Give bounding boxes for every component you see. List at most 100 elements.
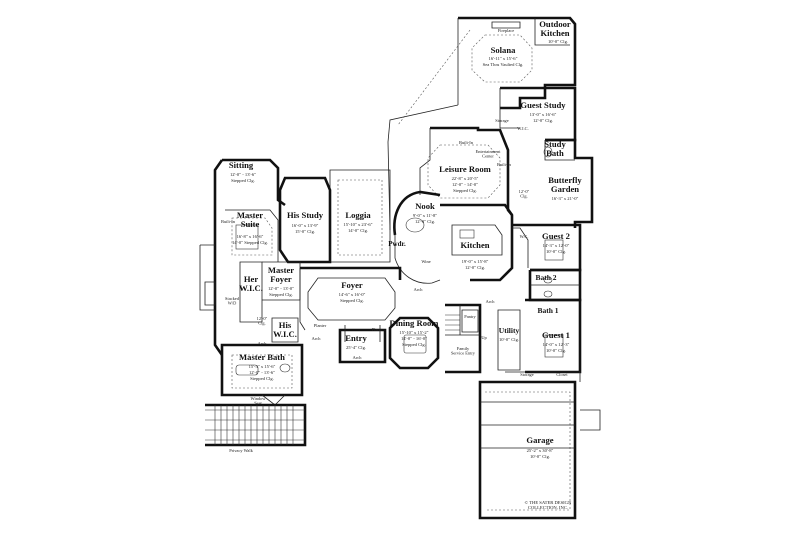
arch-label: Arch [414, 287, 424, 292]
wc-label: W.C. [520, 234, 529, 239]
storage-label: Storage [495, 118, 508, 123]
room-entry: Entry [345, 333, 367, 343]
arch-label: Arch [258, 341, 268, 346]
sink-icon [543, 290, 553, 298]
room-butterfly-garden-dims: 16'-3" x 21'-0" [552, 196, 579, 201]
room-guest-1: Guest 1 [542, 330, 570, 340]
up-label: Up [481, 335, 487, 340]
room-loggia-dims: 15'-10" x 23'-6" [343, 222, 372, 227]
room-master-bath-dims: 15'-3" x 15'-6" [249, 364, 276, 369]
room-kitchen-dims: 19'-0" x 15'-8" [462, 259, 489, 264]
wic-label: W.I.C. [517, 126, 528, 131]
room-guest-study-dims: 12'-0" Clg. [533, 118, 553, 123]
room-guest-2: Guest 2 [542, 231, 570, 241]
arch-label: Arch [486, 299, 496, 304]
room-garage-dims: 25'-2" x 30'-8" [527, 448, 554, 453]
pantry-label: Pantry [464, 314, 476, 319]
arch-label: Arch [312, 336, 322, 341]
room-master-bath-dims: Stepped Clg. [250, 376, 274, 381]
room-master-suite-dims: 14'-0" Stepped Clg. [232, 240, 268, 245]
fixtures [235, 21, 564, 376]
wine-label: Wine [421, 259, 430, 264]
room-loggia: Loggia [345, 210, 371, 220]
kitchen-island-icon [451, 224, 503, 256]
room-solana-dims: Sea Thru Vaulted Clg. [483, 62, 524, 67]
sink-icon [279, 363, 291, 373]
room-dining-room-dims: Stepped Clg. [402, 342, 426, 347]
room-foyer: Foyer [341, 280, 363, 290]
room-dining-room-dims: 15'-10" x 15'-2" [399, 330, 428, 335]
room-kitchen: Kitchen [460, 240, 489, 250]
room-outdoor-kitchen-dims: 10'-0" Clg. [548, 39, 568, 44]
room-nook-dims: 9'-0" x 11'-8" [413, 213, 437, 218]
room-leisure-room-dims: 12'-0" - 14'-0" [452, 182, 478, 187]
built-in-label: Built-In [497, 162, 512, 167]
planter-label: Planter [314, 323, 327, 328]
bathtub-icon [235, 364, 259, 376]
table-icon [405, 217, 425, 233]
ceiling-label: 12'-0"Clg. [257, 316, 268, 326]
room-utility-dims: 10'-0" Clg. [499, 337, 519, 342]
planter-label: Planter [372, 327, 385, 332]
room-dining-room-dims: 14'-0" - 16'-0" [401, 336, 427, 341]
room-master-suite-dims: 16'-8" x 16'-6" [237, 234, 264, 239]
room-guest-study: Guest Study [520, 100, 566, 110]
room-utility: Utility [499, 326, 520, 335]
room-guest-1-dims: 14'-0" x 12'-3" [543, 342, 570, 347]
room-bath-1: Bath 1 [537, 306, 558, 315]
arch-label: Arch [353, 355, 363, 360]
room-sitting-dims: Stepped Clg. [231, 178, 255, 183]
room-solana: Solana [491, 45, 517, 55]
room-his-study-dims: 16'-0" x 13'-9" [292, 223, 319, 228]
room-solana-dims: 16'-11" x 15'-6" [489, 56, 518, 61]
fireplace-icon [491, 21, 521, 29]
room-guest-1-dims: 10'-0" Clg. [546, 348, 566, 353]
room-leisure-room-dims: Stepped Clg. [453, 188, 477, 193]
room-loggia-dims: 14'-0" Clg. [348, 228, 368, 233]
room-master-bath-dims: 12'-0" - 13'-6" [249, 370, 275, 375]
room-leisure-room: Leisure Room [439, 164, 491, 174]
bed-icon [544, 334, 564, 358]
room-sitting: Sitting [229, 160, 254, 170]
room-guest-2-dims: 14'-3" x 12'-0" [543, 243, 570, 248]
stair-icon [461, 309, 479, 333]
room-foyer-dims: 14'-6" x 16'-0" [339, 292, 366, 297]
room-foyer-dims: Stepped Clg. [340, 298, 364, 303]
room-garage: Garage [526, 435, 553, 445]
room-bath-2: Bath 2 [535, 273, 556, 282]
room-master-foyer-dims: Stepped Clg. [269, 292, 293, 297]
walls [199, 16, 601, 520]
storage-label: Storage [520, 372, 533, 377]
ceiling-label: 12'-0"Clg. [519, 189, 530, 199]
room-his-study-dims: 15'-0" Clg. [295, 229, 315, 234]
annotations: Fireplace Storage W.I.C. Built-In Entert… [221, 28, 568, 453]
built-in-label: Built-In [459, 140, 474, 145]
dining-table-icon [403, 334, 427, 354]
room-master-foyer-dims: 12'-0" - 13'-0" [268, 286, 294, 291]
room-kitchen-dims: 12'-0" Clg. [465, 265, 485, 270]
sink-icon [543, 276, 553, 284]
hatching [205, 314, 460, 445]
fireplace-label: Fireplace [498, 28, 514, 33]
room-entry-dims: 25'-4" Clg. [346, 345, 366, 350]
room-powder: Pwdr. [388, 240, 406, 248]
room-nook: Nook [415, 201, 435, 211]
bed-icon [544, 239, 564, 261]
room-dining-room: Dining Room [390, 318, 440, 328]
closet-label: Closet [556, 372, 568, 377]
privacy-walk-label: Privacy Walk [229, 448, 253, 453]
built-in-label: Built-In [221, 219, 236, 224]
